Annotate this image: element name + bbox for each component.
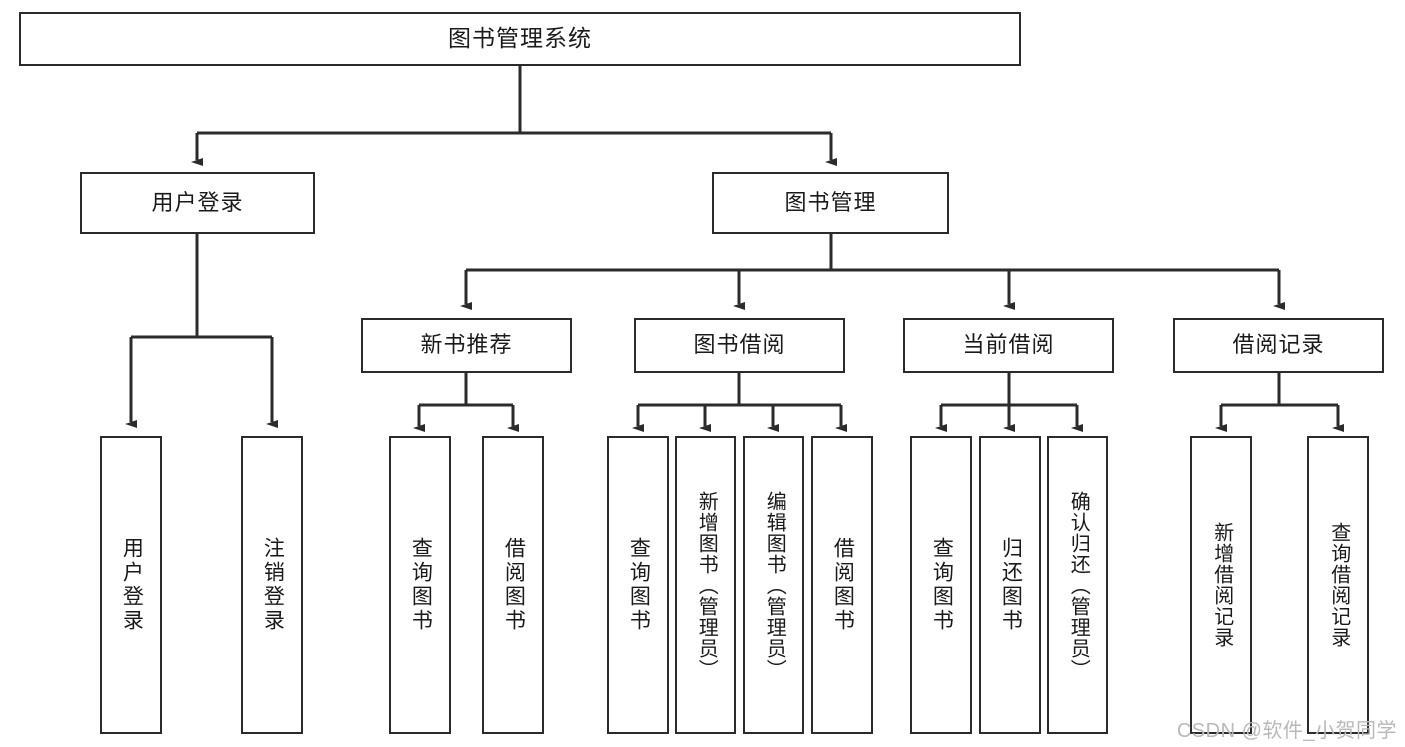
leaf-book-borrow-query-books[interactable]: 查询图书 bbox=[607, 436, 669, 734]
leaf-user-login-signout[interactable]: 注销登录 bbox=[241, 436, 303, 734]
leaf-user-login-signin[interactable]: 用户登录 bbox=[100, 436, 162, 734]
node-label: 查询图书 bbox=[627, 537, 651, 633]
node-root-system[interactable]: 图书管理系统 bbox=[19, 12, 1021, 66]
node-borrow-record[interactable]: 借阅记录 bbox=[1173, 318, 1384, 373]
node-label: 查询借阅记录 bbox=[1327, 522, 1350, 648]
node-label: 查询图书 bbox=[409, 537, 433, 633]
node-label: 借阅图书 bbox=[831, 537, 855, 633]
leaf-borrow-record-query-record[interactable]: 查询借阅记录 bbox=[1307, 436, 1369, 734]
node-label: 当前借阅 bbox=[962, 332, 1055, 358]
node-label: 借阅记录 bbox=[1232, 332, 1325, 358]
node-label: 新增图书（管理员） bbox=[695, 490, 718, 680]
node-book-management[interactable]: 图书管理 bbox=[712, 172, 949, 234]
node-label: 新书推荐 bbox=[420, 332, 513, 358]
node-label: 归还图书 bbox=[999, 537, 1023, 633]
node-label: 图书管理 bbox=[784, 189, 877, 215]
csdn-watermark: CSDN @软件_小贺同学 bbox=[1176, 720, 1397, 742]
leaf-new-book-query-books[interactable]: 查询图书 bbox=[389, 436, 451, 734]
node-label: 编辑图书（管理员） bbox=[763, 490, 786, 680]
leaf-book-borrow-borrow-books[interactable]: 借阅图书 bbox=[811, 436, 873, 734]
node-label: 借阅图书 bbox=[502, 537, 526, 633]
node-label: 图书借阅 bbox=[693, 332, 786, 358]
node-label: 用户登录 bbox=[151, 189, 244, 215]
node-label: 注销登录 bbox=[261, 537, 285, 633]
node-user-login[interactable]: 用户登录 bbox=[80, 172, 315, 234]
node-book-borrow[interactable]: 图书借阅 bbox=[634, 318, 845, 373]
node-label: 图书管理系统 bbox=[448, 25, 592, 52]
leaf-book-borrow-edit-book-admin[interactable]: 编辑图书（管理员） bbox=[743, 436, 804, 734]
leaf-current-borrow-query-books[interactable]: 查询图书 bbox=[910, 436, 972, 734]
node-new-book-recommend[interactable]: 新书推荐 bbox=[361, 318, 572, 373]
leaf-borrow-record-add-record[interactable]: 新增借阅记录 bbox=[1190, 436, 1252, 734]
leaf-current-borrow-confirm-return-admin[interactable]: 确认归还（管理员） bbox=[1047, 436, 1108, 734]
node-label: 用户登录 bbox=[120, 537, 144, 633]
node-label: 查询图书 bbox=[930, 537, 954, 633]
node-label: 新增借阅记录 bbox=[1210, 522, 1233, 648]
leaf-book-borrow-add-book-admin[interactable]: 新增图书（管理员） bbox=[675, 436, 736, 734]
node-label: 确认归还（管理员） bbox=[1067, 490, 1090, 680]
node-current-borrow[interactable]: 当前借阅 bbox=[903, 318, 1114, 373]
leaf-new-book-borrow-books[interactable]: 借阅图书 bbox=[482, 436, 544, 734]
leaf-current-borrow-return-books[interactable]: 归还图书 bbox=[979, 436, 1041, 734]
